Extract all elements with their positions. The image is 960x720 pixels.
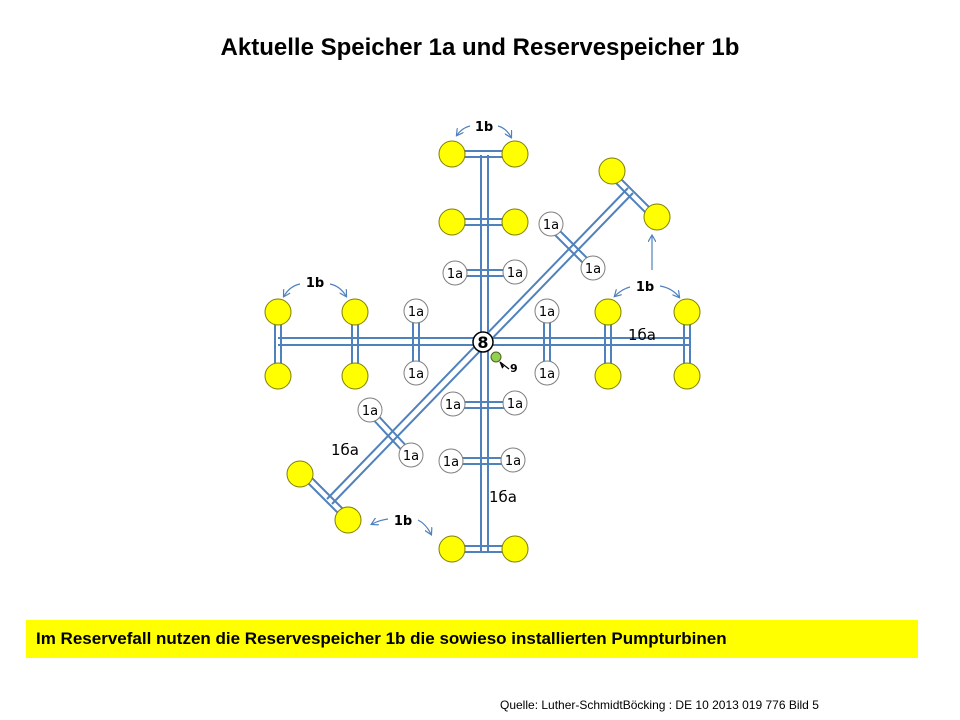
storage-1a-label: 1a: [505, 454, 521, 469]
note-banner: Im Reservefall nutzen die Reservespeiche…: [26, 620, 918, 658]
reserve-label-top: 1b: [457, 120, 511, 137]
storage-1a-node: 1a: [502, 390, 528, 416]
storage-1a-label: 1a: [447, 267, 463, 282]
source-citation: Quelle: Luther-SchmidtBöcking : DE 10 20…: [500, 698, 819, 712]
reserve-storage: [334, 506, 362, 534]
storage-1a-node: 1a: [500, 447, 526, 473]
storage-1a-label: 1a: [408, 367, 424, 382]
storage-1a-node: 1a: [357, 397, 383, 423]
reserve-1b-label: 1b: [475, 120, 493, 135]
storages-1a: 1a 1a 1a 1a 1a 1a 1a 1a: [357, 211, 606, 474]
reserve-storage: [438, 140, 466, 168]
storage-1a-label: 1a: [543, 218, 559, 233]
reserve-storage: [341, 362, 369, 390]
reserve-storages-1b: [264, 140, 701, 563]
reserve-storage: [438, 535, 466, 563]
reserve-storage: [594, 362, 622, 390]
storage-1a-node: 1a: [534, 360, 560, 386]
storage-1a-node: 1a: [442, 260, 468, 286]
storage-1a-label: 1a: [403, 449, 419, 464]
reserve-1b-label: 1b: [394, 514, 412, 529]
reserve-1b-label: 1b: [636, 280, 654, 295]
center-node: 8: [472, 331, 494, 353]
reserve-label-bottom: 1b: [372, 514, 431, 534]
reserve-storage: [598, 157, 626, 185]
reserve-storage: [594, 298, 622, 326]
storage-1a-label: 1a: [408, 305, 424, 320]
reserve-storage: [501, 535, 529, 563]
pipe-label-right: 1бa: [628, 326, 656, 344]
storage-1a-node: 1a: [403, 360, 429, 386]
pipe-vertical-main: [480, 155, 489, 552]
storage-1a-label: 1a: [443, 455, 459, 470]
pipe-label-lower-left: 1бa: [331, 441, 359, 459]
reserve-storage: [264, 362, 292, 390]
reserve-1b-label: 1b: [306, 276, 324, 291]
reserve-storage: [673, 362, 701, 390]
storage-1a-label: 1a: [539, 305, 555, 320]
reserve-storage: [264, 298, 292, 326]
pointer-node: 9: [490, 351, 518, 375]
storage-1a-node: 1a: [534, 298, 560, 324]
reserve-storage: [438, 208, 466, 236]
reserve-storage: [643, 203, 671, 231]
storage-1a-label: 1a: [585, 262, 601, 277]
reserve-label-right: 1b: [615, 236, 679, 297]
storage-1a-node: 1a: [440, 391, 466, 417]
storage-1a-node: 1a: [502, 259, 528, 285]
reserve-storage: [501, 208, 529, 236]
storage-1a-label: 1a: [539, 367, 555, 382]
reserve-storage: [341, 298, 369, 326]
storage-1a-label: 1a: [445, 398, 461, 413]
reserve-storage: [673, 298, 701, 326]
storage-1a-label: 1a: [507, 397, 523, 412]
storage-1a-node: 1a: [538, 211, 564, 237]
storage-1a-label: 1a: [507, 266, 523, 281]
reserve-label-left: 1b: [284, 276, 346, 296]
storage-1a-node: 1a: [438, 448, 464, 474]
storage-1a-label: 1a: [362, 404, 378, 419]
storage-1a-node: 1a: [398, 442, 424, 468]
reserve-storage: [286, 460, 314, 488]
page-title: Aktuelle Speicher 1a und Reservespeicher…: [220, 34, 740, 61]
pointer-node-label: 9: [510, 362, 518, 375]
reserve-storage: [501, 140, 529, 168]
center-node-label: 8: [477, 333, 488, 352]
storage-1a-node: 1a: [403, 298, 429, 324]
storage-1a-node: 1a: [580, 255, 606, 281]
pipe-label-bottom: 1бa: [489, 488, 517, 506]
